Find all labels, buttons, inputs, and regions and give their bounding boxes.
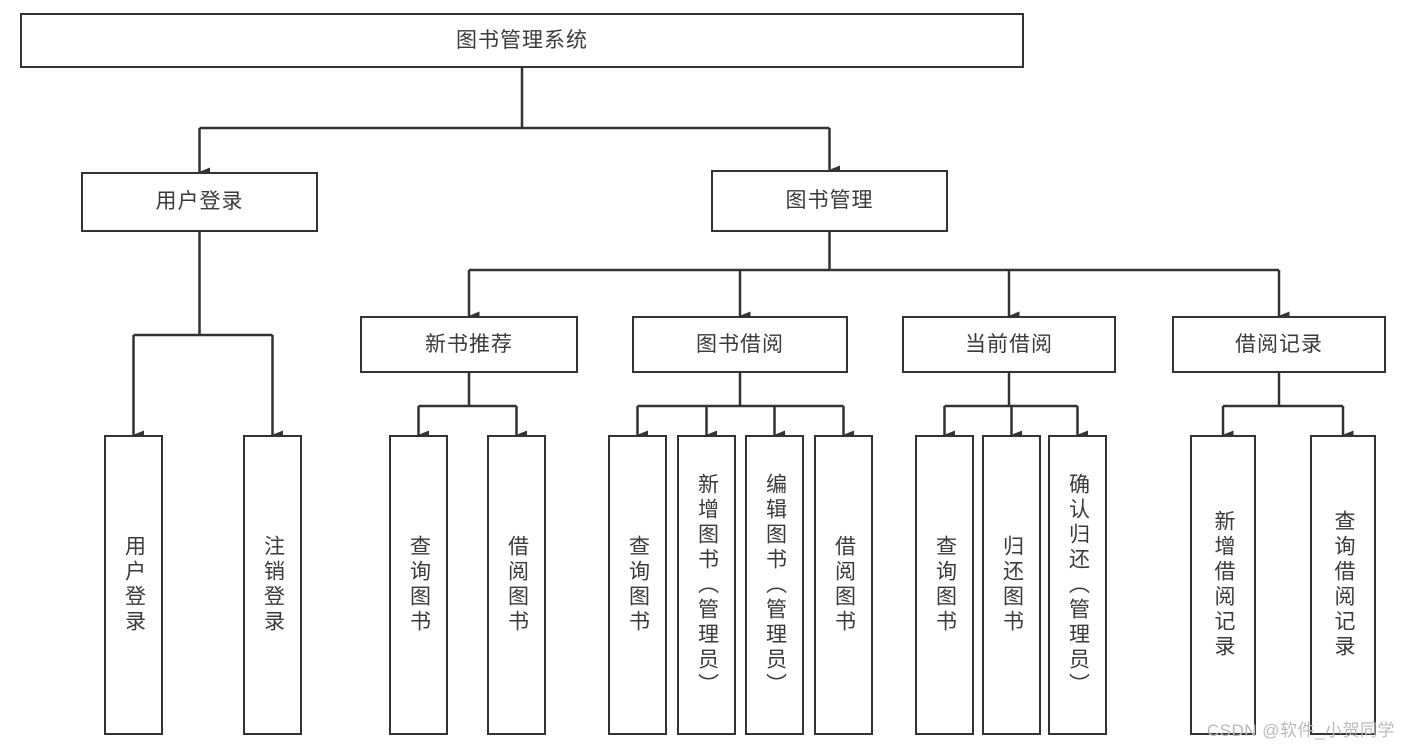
node-login[interactable]: 用户登录 [81, 172, 318, 232]
node-records[interactable]: 借阅记录 [1172, 316, 1386, 373]
node-leaf-1[interactable]: 用户登录 [104, 435, 163, 735]
node-leaf-9[interactable]: 查询图书 [915, 435, 974, 735]
node-newbook[interactable]: 新书推荐 [360, 316, 578, 373]
node-leaf-13[interactable]: 查询借阅记录 [1310, 435, 1376, 735]
node-label: 归还图书 [1000, 535, 1024, 635]
node-root[interactable]: 图书管理系统 [20, 13, 1024, 68]
node-leaf-6[interactable]: 新增图书（管理员） [677, 435, 736, 735]
node-label: 查询图书 [626, 535, 650, 635]
node-label: 查询图书 [407, 535, 431, 635]
node-label: 编辑图书（管理员） [763, 472, 787, 698]
node-leaf-10[interactable]: 归还图书 [982, 435, 1041, 735]
node-leaf-12[interactable]: 新增借阅记录 [1190, 435, 1256, 735]
node-label: 新书推荐 [425, 332, 513, 356]
node-label: 图书借阅 [696, 332, 784, 356]
node-label: 用户登录 [155, 190, 244, 214]
node-label: 查询借阅记录 [1332, 510, 1355, 660]
node-label: 确认归还（管理员） [1066, 472, 1090, 698]
node-label: 借阅图书 [505, 535, 529, 635]
node-leaf-11[interactable]: 确认归还（管理员） [1048, 435, 1107, 735]
node-label: 图书管理 [785, 189, 874, 213]
node-label: 用户登录 [122, 535, 146, 635]
node-current[interactable]: 当前借阅 [902, 316, 1116, 373]
node-leaf-2[interactable]: 注销登录 [243, 435, 302, 735]
node-borrow[interactable]: 图书借阅 [632, 316, 848, 373]
node-label: 查询图书 [933, 535, 957, 635]
node-leaf-8[interactable]: 借阅图书 [814, 435, 873, 735]
node-bookmgmt[interactable]: 图书管理 [711, 170, 948, 232]
node-leaf-5[interactable]: 查询图书 [608, 435, 667, 735]
node-leaf-4[interactable]: 借阅图书 [487, 435, 546, 735]
node-label: 新增图书（管理员） [695, 472, 719, 698]
node-label: 借阅记录 [1235, 332, 1323, 356]
node-label: 新增借阅记录 [1212, 510, 1235, 660]
node-label: 当前借阅 [965, 332, 1053, 356]
node-label: 借阅图书 [832, 535, 856, 635]
watermark-label: CSDN @软件_小贺同学 [1206, 721, 1395, 740]
node-leaf-7[interactable]: 编辑图书（管理员） [745, 435, 804, 735]
node-label: 注销登录 [261, 535, 285, 635]
node-label: 图书管理系统 [456, 28, 588, 52]
node-leaf-3[interactable]: 查询图书 [389, 435, 448, 735]
